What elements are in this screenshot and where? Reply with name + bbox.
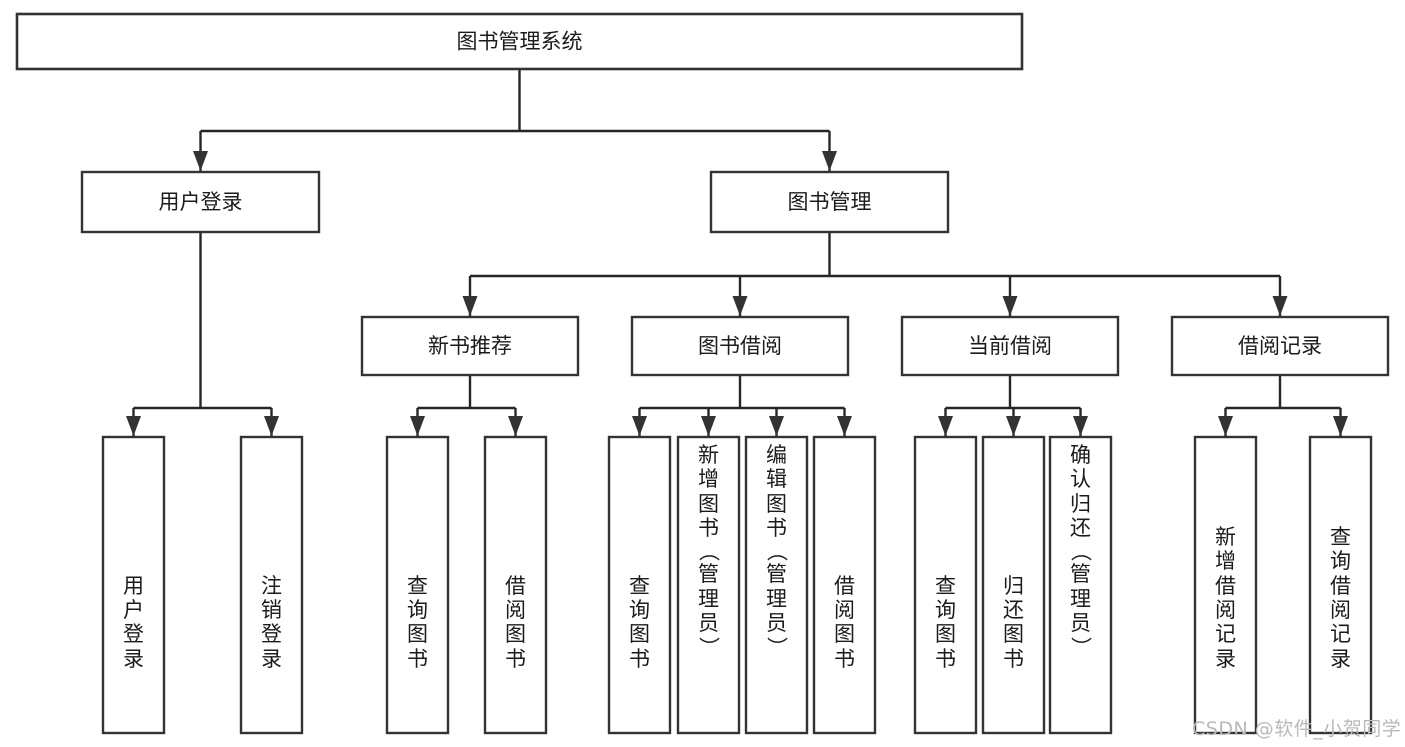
node-box-level2-1	[630, 315, 850, 377]
arrow-head	[769, 416, 784, 436]
leaf-box-10	[1048, 435, 1113, 735]
node-label-level1-1: 图书管理	[788, 190, 872, 214]
leaf-box-2	[385, 435, 450, 735]
leaf-box-8	[913, 435, 978, 735]
leaf-box-6	[744, 435, 809, 735]
node-label-level2-1: 图书借阅	[698, 334, 782, 358]
node-box-level2-2	[900, 315, 1120, 377]
arrow-head	[193, 151, 208, 171]
connector-layer	[126, 69, 1348, 436]
arrow-head	[822, 151, 837, 171]
box-layer	[15, 12, 1390, 735]
leaf-box-5	[676, 435, 741, 735]
leaf-box-3	[483, 435, 548, 735]
arrow-head	[1006, 416, 1021, 436]
csdn-watermark: CSDN @软件_小贺同学	[1192, 718, 1402, 740]
leaf-box-4	[607, 435, 672, 735]
leaf-box-11	[1193, 435, 1258, 735]
node-box-level1-0	[80, 170, 321, 234]
node-label-level2-2: 当前借阅	[968, 334, 1052, 358]
arrow-head	[732, 296, 748, 316]
arrow-head	[1272, 296, 1288, 316]
leaf-box-1	[239, 435, 304, 735]
node-box-level2-0	[360, 315, 580, 377]
leaf-box-12	[1308, 435, 1373, 735]
node-box-root	[15, 12, 1024, 71]
arrow-head	[632, 416, 647, 436]
node-label-level2-0: 新书推荐	[428, 334, 512, 358]
node-label-root: 图书管理系统	[457, 30, 583, 54]
arrow-head	[508, 416, 523, 436]
arrow-head	[938, 416, 953, 436]
arrow-head	[701, 416, 716, 436]
leaf-box-9	[981, 435, 1046, 735]
leaf-box-0	[101, 435, 166, 735]
node-box-level1-1	[709, 170, 950, 234]
arrow-head	[462, 296, 478, 316]
arrow-head	[264, 416, 279, 436]
node-label-level1-0: 用户登录	[159, 190, 243, 214]
node-label-level2-3: 借阅记录	[1238, 334, 1322, 358]
arrow-head	[1002, 296, 1018, 316]
node-box-level2-3	[1170, 315, 1390, 377]
leaf-box-7	[812, 435, 877, 735]
arrow-head	[410, 416, 425, 436]
arrow-head	[1073, 416, 1088, 436]
arrow-head	[1333, 416, 1348, 436]
arrow-head	[837, 416, 852, 436]
arrow-head	[1218, 416, 1233, 436]
arrow-head	[126, 416, 141, 436]
